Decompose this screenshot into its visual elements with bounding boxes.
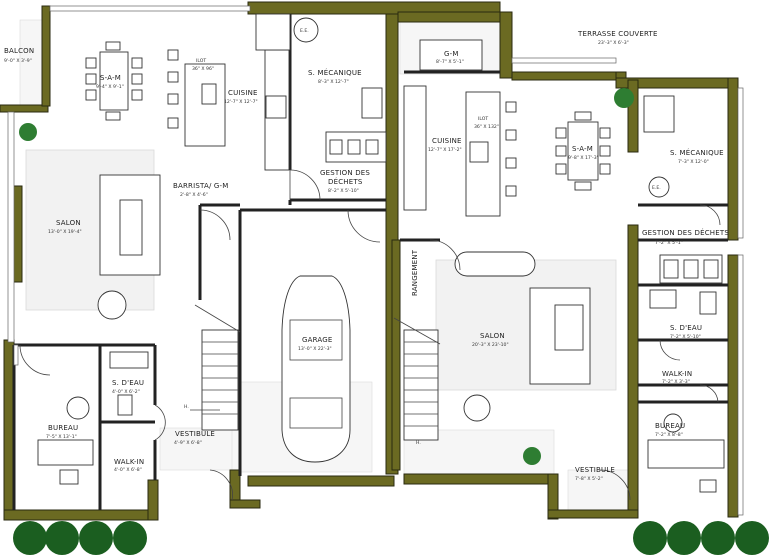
left-stairs [190, 304, 241, 431]
label-bureau-left: BUREAU [48, 424, 78, 432]
exterior-walls [0, 1, 739, 521]
svg-text:8'-3" X 12'-7": 8'-3" X 12'-7" [318, 79, 349, 85]
svg-text:9'-8" X 17'-3": 9'-8" X 17'-3" [568, 155, 599, 161]
left-dining-set [85, 41, 143, 121]
svg-text:2'-8" X 4'-6": 2'-8" X 4'-6" [180, 192, 208, 198]
label-cuisine-right: CUISINE [432, 137, 462, 145]
right-stairs [393, 317, 441, 441]
label-ee-right: E.E. [652, 185, 661, 191]
label-terrasse: TERRASSE COUVERTE [577, 30, 658, 38]
right-living [435, 251, 617, 422]
right-waste [659, 254, 723, 284]
label-sam-left: S-A-M [100, 74, 121, 82]
label-bureau-right: BUREAU [655, 422, 685, 430]
svg-text:7'-2" X 8'-8": 7'-2" X 8'-8" [655, 432, 683, 438]
trees [19, 88, 634, 465]
label-sdeau-left: S. D'EAU [112, 379, 144, 387]
svg-text:13'-0" X 19'-4": 13'-0" X 19'-4" [48, 229, 82, 235]
svg-text:20'-3" X 23'-10": 20'-3" X 23'-10" [472, 342, 509, 348]
svg-text:12'-7" X 12'-7": 12'-7" X 12'-7" [224, 99, 258, 105]
left-office [37, 351, 149, 485]
left-living [25, 149, 161, 320]
label-rangement: RANGEMENT [411, 249, 419, 296]
svg-text:4'-0" X 6'-2": 4'-0" X 6'-2" [112, 389, 140, 395]
label-stairs-left: H. [184, 404, 189, 410]
label-balcon: BALCON [4, 47, 34, 55]
right-kitchen [403, 85, 517, 217]
svg-text:8'-7" X 5'-1": 8'-7" X 5'-1" [436, 59, 464, 65]
tree-icon [19, 123, 37, 141]
label-smeca-left: S. MÉCANIQUE [308, 68, 362, 77]
label-stairs-right: H. [416, 440, 421, 446]
svg-text:7'-8" X 5'-2": 7'-8" X 5'-2" [575, 476, 603, 482]
label-salon-right: SALON [480, 332, 505, 340]
right-bath [649, 289, 717, 315]
svg-text:8'-2" X 5'-10": 8'-2" X 5'-10" [328, 188, 359, 194]
svg-text:7'-5" X 13'-1": 7'-5" X 13'-1" [46, 434, 77, 440]
svg-text:23'-3" X 6'-3": 23'-3" X 6'-3" [598, 40, 629, 46]
tree-icon [614, 88, 634, 108]
svg-text:7'-2" X 5'-1": 7'-2" X 5'-1" [655, 240, 683, 246]
left-kitchen [167, 13, 291, 171]
garage-car [281, 275, 351, 463]
svg-text:9'-0" X 3'-9": 9'-0" X 3'-9" [4, 58, 32, 64]
doors [19, 169, 721, 501]
windows [7, 5, 744, 516]
svg-text:4'-0" X 6'-8": 4'-0" X 6'-8" [114, 467, 142, 473]
label-cuisine-left: CUISINE [228, 89, 258, 97]
right-gm [419, 39, 483, 71]
svg-text:13'-0" X 22'-3": 13'-0" X 22'-3" [298, 346, 332, 352]
shrubs-left [13, 521, 147, 555]
tree-icon [523, 447, 541, 465]
label-gm-right: G-M [444, 50, 459, 58]
label-barrista: BARRISTA/ G-M [173, 182, 229, 190]
left-mechanical [293, 17, 387, 163]
label-walkin-right: WALK-IN [662, 370, 692, 378]
label-gestion-right: GESTION DES DÉCHETS [642, 228, 729, 237]
right-mechanical [643, 95, 675, 198]
label-sdeau-right: S. D'EAU [670, 324, 702, 332]
label-ee-left: E.E. [300, 28, 309, 34]
svg-text:7'-3" X 12'-0": 7'-3" X 12'-0" [678, 159, 709, 165]
shrubs-right [633, 521, 769, 555]
right-dining-set [555, 111, 611, 191]
label-smeca-right: S. MÉCANIQUE [670, 148, 724, 157]
label-walkin-left: WALK-IN [114, 458, 144, 466]
label-vestibule-left: VESTIBULE [175, 430, 215, 438]
svg-text:4'-9" X 6'-8": 4'-9" X 6'-8" [174, 440, 202, 446]
label-garage: GARAGE [302, 336, 333, 344]
label-ilot-right: ILOT [478, 116, 488, 122]
svg-text:36" X 96": 36" X 96" [192, 66, 214, 72]
svg-text:36" X 132": 36" X 132" [474, 124, 499, 130]
label-salon-left: SALON [56, 219, 81, 227]
right-office [647, 413, 725, 493]
svg-text:7'-2" X 3'-3": 7'-2" X 3'-3" [662, 379, 690, 385]
label-vestibule-right: VESTIBULE [575, 466, 615, 474]
svg-text:12'-7" X 17'-2": 12'-7" X 17'-2" [428, 147, 462, 153]
svg-text:DÉCHETS: DÉCHETS [328, 177, 363, 186]
svg-text:9'-4" X 9'-1": 9'-4" X 9'-1" [96, 84, 124, 90]
label-ilot-left: ILOT [196, 58, 206, 64]
interior-walls [12, 14, 728, 510]
svg-text:7'-2" X 5'-10": 7'-2" X 5'-10" [670, 334, 701, 340]
room-labels: BALCON 9'-0" X 3'-9" S-A-M 9'-4" X 9'-1"… [4, 28, 729, 482]
label-sam-right: S-A-M [572, 145, 593, 153]
label-gestion-left: GESTION DES [320, 169, 370, 177]
